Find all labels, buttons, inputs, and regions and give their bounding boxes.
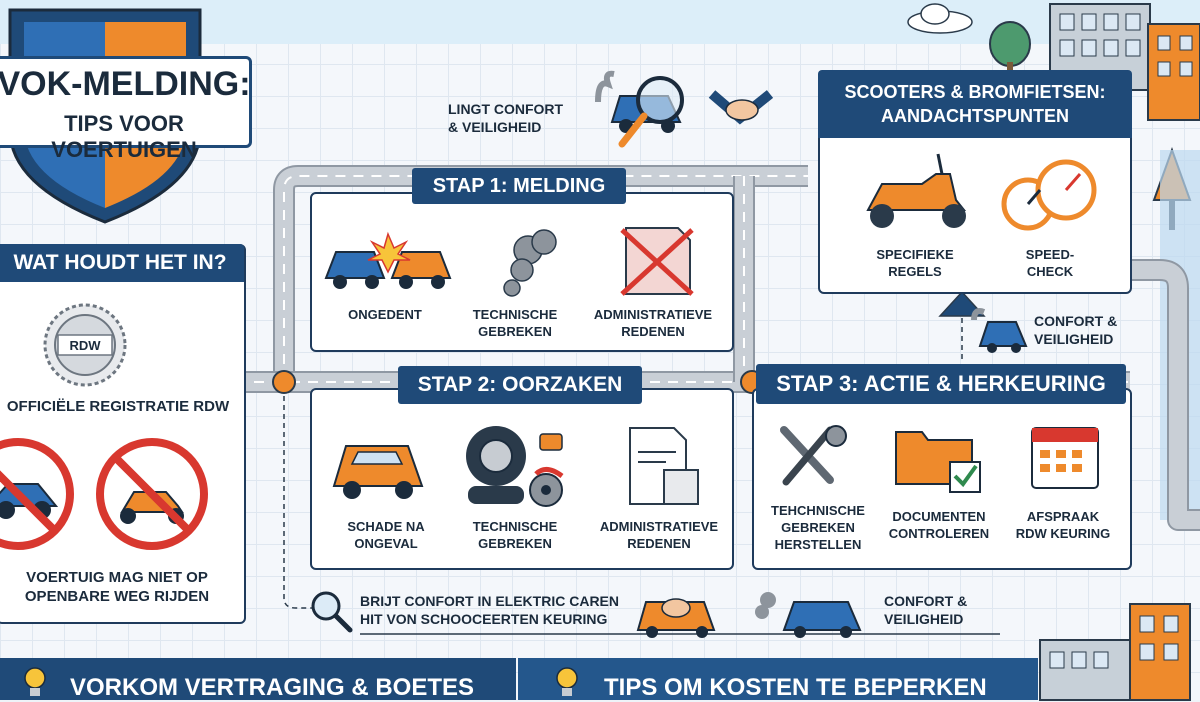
ban-text: VOERTUIG MAG NIET OP OPENBARE WEG RIJDEN (24, 569, 210, 605)
buildings-bottom-right (1039, 603, 1191, 701)
lightbulb-icon (556, 667, 578, 696)
scooter-item-1: SPECIFIEKE REGELS (876, 247, 954, 279)
step-1-title: STAP 1: MELDING (412, 168, 626, 204)
left-panel-heading: WAT HOUDT HET IN? (0, 244, 244, 282)
bottom-bar-right (518, 658, 1038, 700)
no-car-icon (0, 438, 74, 550)
magnifier-car-icon (595, 70, 684, 148)
smoking-car-icon (755, 592, 862, 638)
rdw-seal-icon (43, 303, 127, 387)
scooter-icons (866, 153, 1097, 231)
handshake-car-icon (636, 598, 716, 638)
step-3-title: STAP 3: ACTIE & HERKEURING (756, 364, 1126, 404)
junction-dot (272, 370, 296, 394)
title-line-2: TIPS VOOR VOERTUIGEN (51, 111, 197, 162)
bottom-bar-left (0, 658, 516, 700)
handshake-icon (708, 90, 774, 125)
brake-icon (529, 433, 564, 507)
step-1-item-1: ONGEDENT (348, 307, 422, 322)
scooter-icon (866, 153, 967, 228)
bottom-bar-right-text: TIPS OM KOSTEN TE BEPERKEN (604, 674, 987, 701)
title-plate: VOK-MELDING: TIPS VOOR VOERTUIGEN (0, 56, 252, 162)
speedometer-icon (1001, 159, 1097, 231)
bottom-bar-left-text: VORKOM VERTRAGING & BOETES (70, 674, 475, 701)
folder-check-icon (895, 431, 981, 493)
smoke-icon (503, 229, 557, 297)
car-crash-icon (324, 231, 452, 289)
tire-icon (466, 426, 526, 504)
scooter-panel-title: SCOOTERS & BROMFIETSEN: AANDACHTSPUNTEN (818, 70, 1132, 138)
rdw-seal-label: RDW (69, 338, 101, 353)
prohibition-icons (0, 438, 208, 550)
top-note-icons (595, 70, 774, 148)
step-2-title: STAP 2: OORZAKEN (398, 366, 642, 404)
no-scooter-icon (96, 438, 208, 550)
bottom-note: BRIJT CONFORT IN ELEKTRIC CAREN HIT VON … (360, 593, 619, 627)
step-2-item-3: ADMINISTRATIEVE REDENEN (599, 519, 719, 551)
step-2-item-2: TECHNISCHE GEBREKEN (472, 519, 558, 551)
top-note: LINGT CONFORT & VEILIGHEID (448, 101, 564, 135)
right-note-car-icon (971, 308, 1028, 353)
buildings-top-right (989, 3, 1200, 121)
step-2-icons (332, 426, 699, 507)
official-registration-text: OFFICIËLE REGISTRATIE RDW (6, 398, 230, 415)
invoice-icon (629, 427, 699, 505)
step-1-icons (324, 227, 694, 297)
step-1-item-2: TECHNISCHE GEBREKEN (472, 307, 558, 339)
step-2-item-1: SCHADE NA ONGEVAL (347, 519, 425, 551)
calendar-icon (1031, 427, 1099, 489)
crossed-document-icon (620, 227, 694, 296)
step-3-icons (780, 425, 1099, 493)
step-3-item-1: TEHCHNISCHE GEBREKEN HERSTELLEN (771, 503, 865, 552)
damaged-car-icon (332, 445, 424, 499)
cloud-icon (907, 3, 973, 34)
magnifier-icon (311, 591, 353, 633)
left-info-panel: WAT HOUDT HET IN? RDW OFFICIËLE REGISTRA… (0, 244, 246, 624)
title-line-1: VOK-MELDING: (0, 65, 251, 103)
bottom-note-icons (636, 592, 862, 638)
scooter-item-2: SPEED- CHECK (1025, 247, 1075, 279)
step-1-item-3: ADMINISTRATIEVE REDENEN (593, 307, 713, 339)
step-3-item-2: DOCUMENTEN CONTROLEREN (888, 509, 990, 541)
step-3-item-3: AFSPRAAK RDW KEURING (1015, 509, 1111, 541)
bottom-right-note: CONFORT & VEILIGHEID (884, 593, 968, 627)
up-arrow-icon (938, 290, 986, 317)
wrench-gear-icon (780, 425, 847, 486)
right-note: CONFORT & VEILIGHEID (1034, 313, 1118, 347)
lightbulb-icon (24, 667, 46, 696)
